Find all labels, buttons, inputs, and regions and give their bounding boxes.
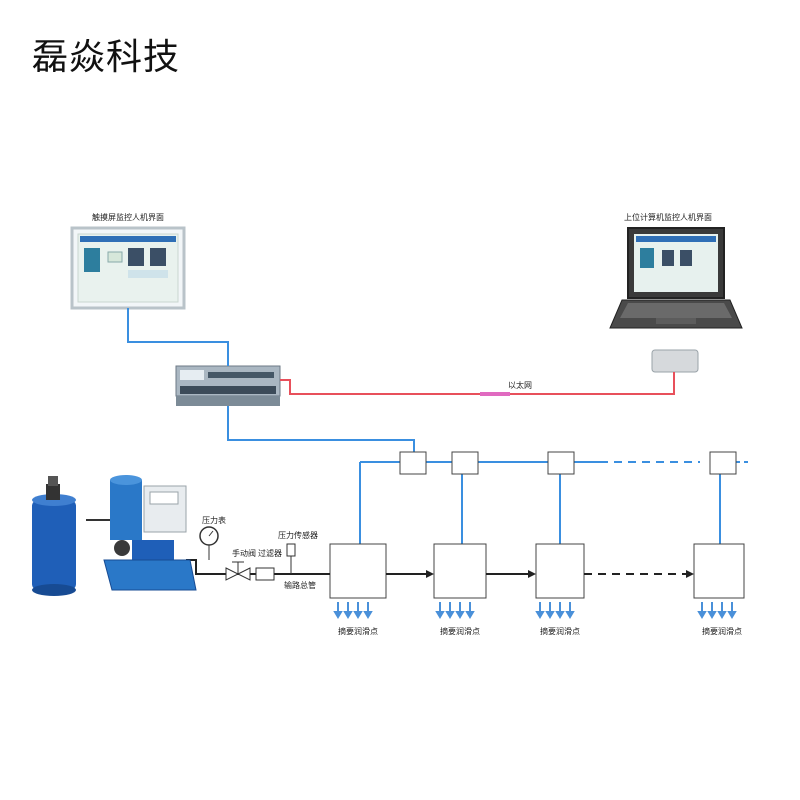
manual-valve-icon — [225, 561, 251, 581]
lube-point-label: 摘要润滑点 — [702, 627, 742, 636]
filter-icon — [255, 567, 275, 581]
pc-title: 上位计算机监控人机界面 — [624, 213, 712, 222]
brand-logo-text: 磊焱科技 — [32, 37, 181, 78]
laptop — [609, 227, 743, 329]
lube-point-arrows — [333, 602, 737, 619]
bus-modules — [399, 451, 737, 475]
main-pipe-label: 输路总管 — [284, 581, 316, 590]
pressure-gauge-icon — [199, 526, 219, 560]
lube-point-label: 摘要润滑点 — [338, 627, 378, 636]
signal-lines — [127, 308, 750, 544]
ethernet-line — [280, 372, 675, 395]
pressure-sensor-icon — [286, 543, 296, 574]
lubricant-drum — [32, 476, 76, 596]
ethernet-marker — [480, 392, 510, 396]
ethernet-label: 以太网 — [508, 381, 532, 390]
distributor-blocks — [329, 543, 745, 599]
filter-label: 过滤器 — [258, 549, 282, 558]
plc-controller — [175, 365, 281, 406]
manual-valve-label: 手动阀 — [232, 549, 256, 558]
pump-station — [86, 475, 197, 591]
lube-point-label: 摘要润滑点 — [540, 627, 580, 636]
pipe-arrows — [426, 570, 694, 578]
touchscreen-title: 触摸屏监控人机界面 — [92, 213, 164, 222]
touchscreen-monitor — [70, 226, 186, 310]
lube-point-label: 摘要润滑点 — [440, 627, 480, 636]
ethernet-converter — [651, 349, 699, 373]
pressure-sensor-label: 压力传感器 — [278, 531, 318, 540]
pressure-gauge-label: 压力表 — [202, 516, 226, 525]
